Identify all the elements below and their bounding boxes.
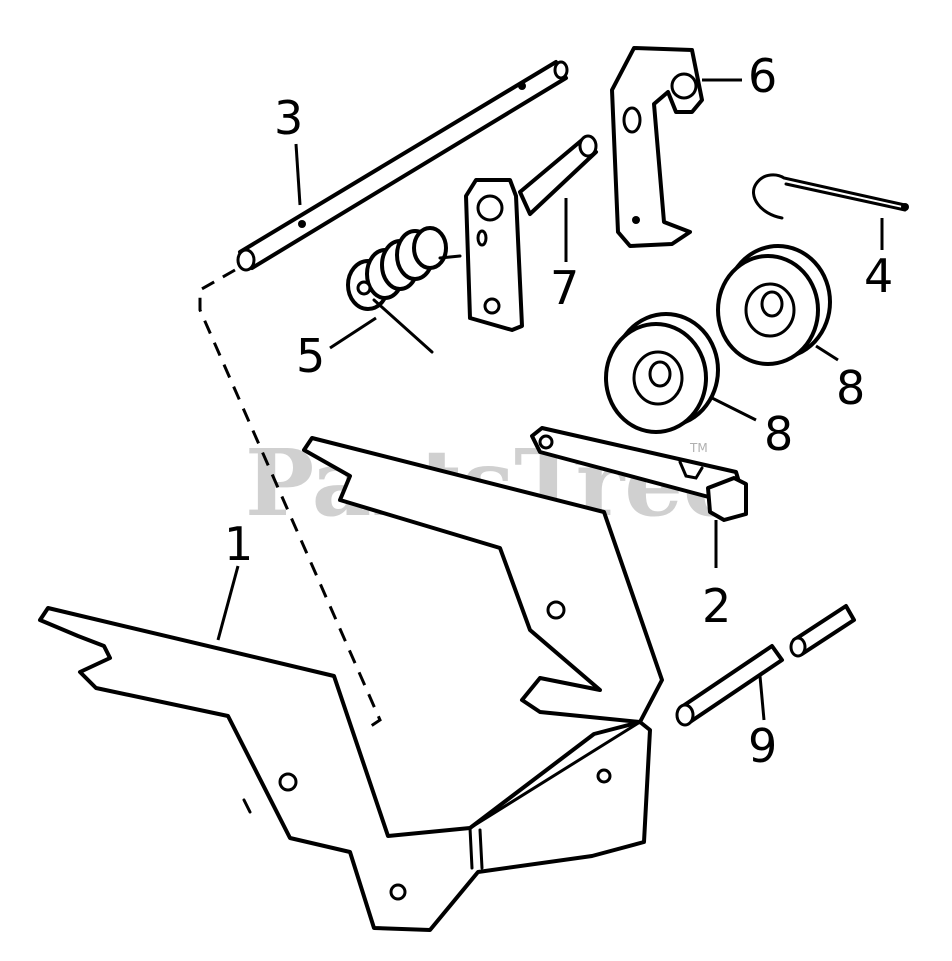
part-slotted-bar[interactable] — [530, 426, 748, 522]
part-c-bracket[interactable] — [610, 46, 704, 248]
part-arm-pin[interactable] — [464, 134, 598, 332]
leader-lines — [216, 78, 884, 721]
part-pins[interactable] — [675, 604, 856, 727]
part-main-bracket[interactable] — [38, 436, 664, 932]
callout-1: 1 — [224, 517, 253, 571]
part-hook-rod[interactable] — [752, 173, 909, 220]
part-pulley-upper[interactable] — [716, 244, 832, 366]
callout-4: 4 — [864, 249, 893, 303]
callout-7: 7 — [550, 261, 579, 315]
part-torsion-spring[interactable] — [346, 226, 462, 354]
callout-6: 6 — [748, 49, 777, 103]
watermark-trademark: TM — [689, 441, 708, 455]
assembly-dashed-line — [198, 268, 382, 732]
part-pulley-lower[interactable] — [604, 312, 720, 434]
callout-8-upper: 8 — [836, 361, 865, 415]
callouts: 1 2 3 4 5 6 7 8 8 9 — [224, 49, 893, 773]
part-rod[interactable] — [236, 60, 569, 272]
callout-2: 2 — [702, 579, 731, 633]
callout-9: 9 — [748, 719, 777, 773]
callout-8-lower: 8 — [764, 407, 793, 461]
callout-5: 5 — [296, 329, 325, 383]
callout-3: 3 — [274, 91, 303, 145]
